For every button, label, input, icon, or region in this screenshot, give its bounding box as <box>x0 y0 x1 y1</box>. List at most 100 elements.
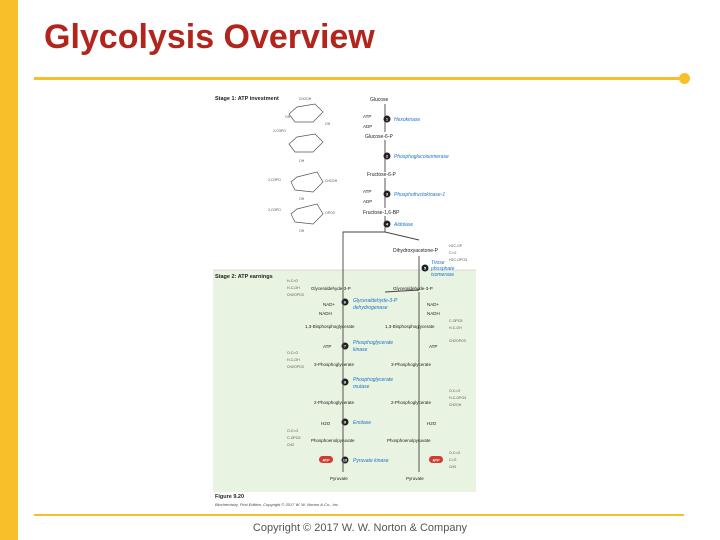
step-5: 5 <box>424 266 427 271</box>
title-divider <box>34 77 684 80</box>
cofactor-h2o-left: H2O <box>321 421 331 426</box>
cofactor-h2o-right: H2O <box>427 421 437 426</box>
metabolite-dhap: Dihydroxyacetone-P <box>393 248 439 254</box>
metabolite-2pg-left: 2-Phosphoglycerate <box>314 400 355 405</box>
svg-text:OPO3: OPO3 <box>325 211 335 215</box>
cofactor-atp-step3: ATP <box>363 189 371 194</box>
enzyme-tpi-3: isomerase <box>431 272 454 278</box>
enzyme-enolase: Enolase <box>353 420 371 426</box>
metabolite-gap-right: Glyceraldehyde-3-P <box>393 286 433 291</box>
svg-text:2-O3PO: 2-O3PO <box>273 129 286 133</box>
svg-text:O-C=O: O-C=O <box>287 429 298 433</box>
stage2-label: Stage 2: ATP earnings <box>215 274 273 280</box>
svg-text:CH2OPO3: CH2OPO3 <box>449 339 466 343</box>
enzyme-pgk-2: kinase <box>353 347 368 353</box>
svg-text:O-C=O: O-C=O <box>287 351 298 355</box>
stage2-pathway <box>342 292 420 472</box>
atp-badge-left: ATP <box>322 459 330 463</box>
metabolite-gap-left: Glyceraldehyde-3-P <box>311 286 351 291</box>
enzyme-tpi-1: Triose <box>431 260 445 266</box>
divider-dot <box>679 73 690 84</box>
left-accent-bar <box>0 0 18 540</box>
svg-text:CH2OH: CH2OH <box>449 403 462 407</box>
enzyme-pgk-1: Phosphoglycerate <box>353 340 393 346</box>
step-3: 3 <box>386 192 389 197</box>
metabolite-2pg-right: 2-Phosphoglycerate <box>391 400 432 405</box>
enzyme-pgm-1: Phosphoglycerate <box>353 377 393 383</box>
step-8: 8 <box>344 380 347 385</box>
svg-text:2-O3PO: 2-O3PO <box>268 178 281 182</box>
metabolite-bpg-right: 1,3-Bisphosphoglycerate <box>385 324 435 329</box>
svg-text:H2C-OP: H2C-OP <box>449 244 463 248</box>
svg-text:OH: OH <box>299 197 305 201</box>
slide-title: Glycolysis Overview <box>44 18 375 56</box>
metabolite-fructose-1-6-bp: Fructose-1,6-BP <box>363 210 400 216</box>
glycolysis-figure: Stage 1: ATP investment Stage 2: ATP ear… <box>213 92 476 512</box>
copyright-notice: Copyright © 2017 W. W. Norton & Company <box>252 522 468 534</box>
step-7: 7 <box>344 344 347 349</box>
structure-labels: CH2OH OH OH 2-O3PO OH 2-O3PO CH2OH OH 2-O3PO O… <box>268 97 338 233</box>
stage1-label: Stage 1: ATP investment <box>215 96 279 102</box>
enzyme-aldolase: Aldolase <box>393 222 413 228</box>
svg-text:C=O: C=O <box>449 251 457 255</box>
atp-earned-badges <box>319 456 443 463</box>
svg-text:O-C=O: O-C=O <box>449 389 460 393</box>
metabolite-glucose-6-p: Glucose-6-P <box>365 134 393 140</box>
svg-text:O-C=O: O-C=O <box>449 451 460 455</box>
cofactor-nadh-left: NADH <box>319 311 332 316</box>
stage1-pathway <box>342 104 420 293</box>
enzyme-pyruvate-kinase: Pyruvate kinase <box>353 458 389 464</box>
svg-text:2-O3PO: 2-O3PO <box>268 208 281 212</box>
svg-text:H-C-OH: H-C-OH <box>287 286 300 290</box>
svg-text:CH2OPO3: CH2OPO3 <box>287 293 304 297</box>
metabolite-glucose: Glucose <box>370 97 389 103</box>
step-4: 4 <box>386 222 389 227</box>
metabolite-3pg-right: 3-Phosphoglycerate <box>391 362 432 367</box>
cofactor-nad-left: NAD+ <box>323 302 336 307</box>
cofactor-nadh-right: NADH <box>427 311 440 316</box>
step-1: 1 <box>386 117 389 122</box>
cofactor-atp-right-7: ATP <box>429 344 437 349</box>
enzyme-hexokinase: Hexokinase <box>394 117 420 123</box>
footer-divider <box>34 514 684 516</box>
cofactor-atp-left-7: ATP <box>323 344 331 349</box>
metabolite-3pg-left: 3-Phosphoglycerate <box>314 362 355 367</box>
enzyme-pgm-2: mutase <box>353 384 370 390</box>
enzyme-gapdh-1: Glyceraldehyde-3-P <box>353 298 398 304</box>
step-9: 9 <box>344 420 347 425</box>
svg-text:H-C-OH: H-C-OH <box>287 358 300 362</box>
step-2: 2 <box>386 154 389 159</box>
metabolite-fructose-6-p: Fructose-6-P <box>367 172 397 178</box>
cofactor-adp-step3: ADP <box>363 199 372 204</box>
figure-caption-title: Figure 9.20 <box>215 494 244 500</box>
svg-text:H-C-OPO3: H-C-OPO3 <box>449 396 466 400</box>
metabolite-pyruvate-right: Pyruvate <box>406 476 424 481</box>
svg-text:CH2: CH2 <box>287 443 294 447</box>
svg-text:H2C-OPO3: H2C-OPO3 <box>449 258 467 262</box>
metabolite-pyruvate-left: Pyruvate <box>330 476 348 481</box>
svg-text:OH: OH <box>285 115 291 119</box>
metabolite-pep-right: Phosphoenolpyruvate <box>387 438 431 443</box>
figure-caption-credit: Biochemistry, First Edition, Copyright ©… <box>215 502 339 507</box>
svg-text:CH2OH: CH2OH <box>325 179 338 183</box>
cofactor-adp-step1: ADP <box>363 124 372 129</box>
svg-text:CH3: CH3 <box>449 465 456 469</box>
svg-text:OH: OH <box>299 229 305 233</box>
step-6: 6 <box>344 300 347 305</box>
svg-text:OH: OH <box>325 122 331 126</box>
svg-text:C-OPO3: C-OPO3 <box>449 319 462 323</box>
cofactor-atp-step1: ATP <box>363 114 371 119</box>
enzyme-gapdh-2: dehydrogenase <box>353 305 388 311</box>
metabolite-bpg-left: 1,3-Bisphosphoglycerate <box>305 324 355 329</box>
svg-text:C=O: C=O <box>449 458 457 462</box>
svg-text:CH2OPO3: CH2OPO3 <box>287 365 304 369</box>
step-10: 10 <box>343 458 348 463</box>
glucose-ring-structure <box>288 103 324 225</box>
svg-text:OH: OH <box>299 159 305 163</box>
svg-text:CH2OH: CH2OH <box>299 97 312 101</box>
enzyme-phosphoglucoisomerase: Phosphoglucoisomerase <box>394 154 449 160</box>
svg-text:H-C-OH: H-C-OH <box>449 326 462 330</box>
cofactor-nad-right: NAD+ <box>427 302 440 307</box>
svg-text:C-OPO3: C-OPO3 <box>287 436 300 440</box>
